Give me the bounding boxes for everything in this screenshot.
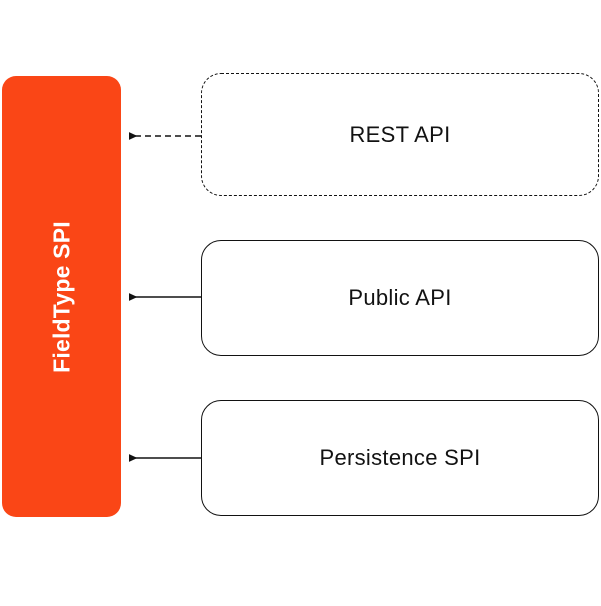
fieldtype-spi-bar[interactable]: FieldType SPI <box>2 76 121 517</box>
node-rest-api[interactable]: REST API <box>201 73 599 196</box>
node-persistence-spi-label: Persistence SPI <box>319 445 481 470</box>
fieldtype-spi-bar-label: FieldType SPI <box>48 220 74 373</box>
node-persistence-spi[interactable]: Persistence SPI <box>201 400 599 516</box>
node-public-api-label: Public API <box>348 285 452 310</box>
node-rest-api-label: REST API <box>349 121 451 147</box>
node-public-api[interactable]: Public API <box>201 240 599 356</box>
